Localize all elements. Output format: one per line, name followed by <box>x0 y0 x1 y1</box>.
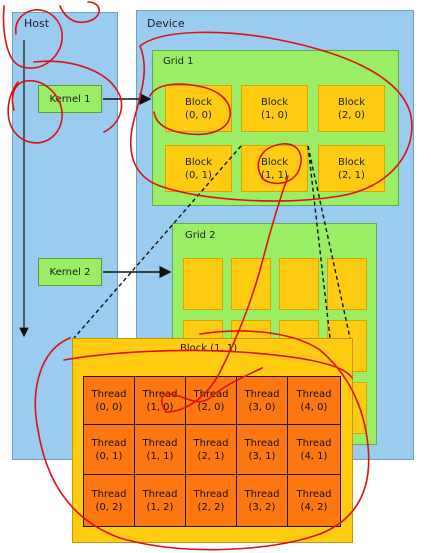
thread-name: Thread <box>91 388 127 400</box>
thread-name: Thread <box>91 437 127 449</box>
thread-4-0: Thread(4, 0) <box>287 376 341 425</box>
thread-2-2: Thread(2, 2) <box>185 474 237 527</box>
block-name: Block <box>337 96 366 108</box>
thread-name: Thread <box>244 488 280 500</box>
host-title: Host <box>24 17 50 30</box>
thread-coord: (1, 0) <box>146 401 174 413</box>
thread-name: Thread <box>244 388 280 400</box>
thread-name: Thread <box>142 437 178 449</box>
thread-2-1: Thread(2, 1) <box>185 424 237 475</box>
annotation-block11-loop <box>257 143 302 185</box>
device-title: Device <box>147 17 185 30</box>
grid-2-block <box>231 258 271 310</box>
block-coord: (0, 1) <box>185 169 212 181</box>
block-coord: (2, 1) <box>338 169 365 181</box>
thread-name: Thread <box>91 488 127 500</box>
grid-1-block-0-0: Block (0, 0) <box>165 85 232 132</box>
annotation-detail-inner-loop <box>63 349 353 379</box>
thread-coord: (3, 2) <box>248 501 276 513</box>
annotation-host-scribble <box>2 1 100 69</box>
grid-2-block <box>183 258 223 310</box>
thread-coord: (0, 0) <box>95 401 123 413</box>
kernel-2-box: Kernel 2 <box>38 258 102 286</box>
grid-1-title: Grid 1 <box>163 56 194 67</box>
thread-coord: (2, 1) <box>197 450 225 462</box>
annotation-kernel1-loop <box>7 60 123 144</box>
thread-4-2: Thread(4, 2) <box>287 474 341 527</box>
thread-name: Thread <box>142 488 178 500</box>
block-name: Block <box>337 156 366 168</box>
block-coord: (2, 0) <box>338 109 365 121</box>
block-name: Block <box>260 96 289 108</box>
annotation-block-detail-loop <box>34 330 370 551</box>
grid-1-block-1-0: Block (1, 0) <box>241 85 308 132</box>
thread-coord: (3, 1) <box>248 450 276 462</box>
block-coord: (1, 0) <box>261 109 288 121</box>
annotation-grid1-loop <box>129 31 413 202</box>
thread-name: Thread <box>296 437 332 449</box>
thread-1-2: Thread(1, 2) <box>134 474 186 527</box>
thread-name: Thread <box>296 388 332 400</box>
block-name: Block <box>184 96 213 108</box>
expand-line-mid <box>307 145 331 339</box>
block-coord: (1, 1) <box>261 169 288 181</box>
thread-coord: (0, 1) <box>95 450 123 462</box>
block-name: Block <box>184 156 213 168</box>
thread-4-1: Thread(4, 1) <box>287 424 341 475</box>
thread-coord: (1, 2) <box>146 501 174 513</box>
expand-line-right <box>307 145 351 339</box>
thread-name: Thread <box>296 488 332 500</box>
thread-name: Thread <box>142 388 178 400</box>
kernel-1-box: Kernel 1 <box>38 85 102 113</box>
thread-coord: (2, 2) <box>197 501 225 513</box>
grid-2-title: Grid 2 <box>185 230 216 241</box>
thread-coord: (1, 1) <box>146 450 174 462</box>
block-name: Block <box>260 156 289 168</box>
thread-coord: (2, 0) <box>197 401 225 413</box>
thread-coord: (0, 2) <box>95 501 123 513</box>
thread-3-2: Thread(3, 2) <box>236 474 288 527</box>
thread-coord: (3, 0) <box>248 401 276 413</box>
grid-2-block <box>279 258 319 310</box>
thread-3-1: Thread(3, 1) <box>236 424 288 475</box>
thread-1-0: Thread(1, 0) <box>134 376 186 425</box>
thread-coord: (4, 2) <box>300 501 328 513</box>
annotation-connector-scribble <box>160 175 289 413</box>
block-coord: (0, 0) <box>185 109 212 121</box>
thread-0-1: Thread(0, 1) <box>83 424 135 475</box>
thread-name: Thread <box>193 388 229 400</box>
thread-name: Thread <box>193 437 229 449</box>
block-detail-title: Block (1, 1) <box>180 343 238 354</box>
thread-name: Thread <box>193 488 229 500</box>
expand-line-left <box>73 145 242 339</box>
grid-2-block <box>327 258 367 310</box>
thread-name: Thread <box>244 437 280 449</box>
grid-1-block-2-0: Block (2, 0) <box>318 85 385 132</box>
annotation-block00-loop <box>149 83 231 136</box>
thread-coord: (4, 0) <box>300 401 328 413</box>
thread-coord: (4, 1) <box>300 450 328 462</box>
